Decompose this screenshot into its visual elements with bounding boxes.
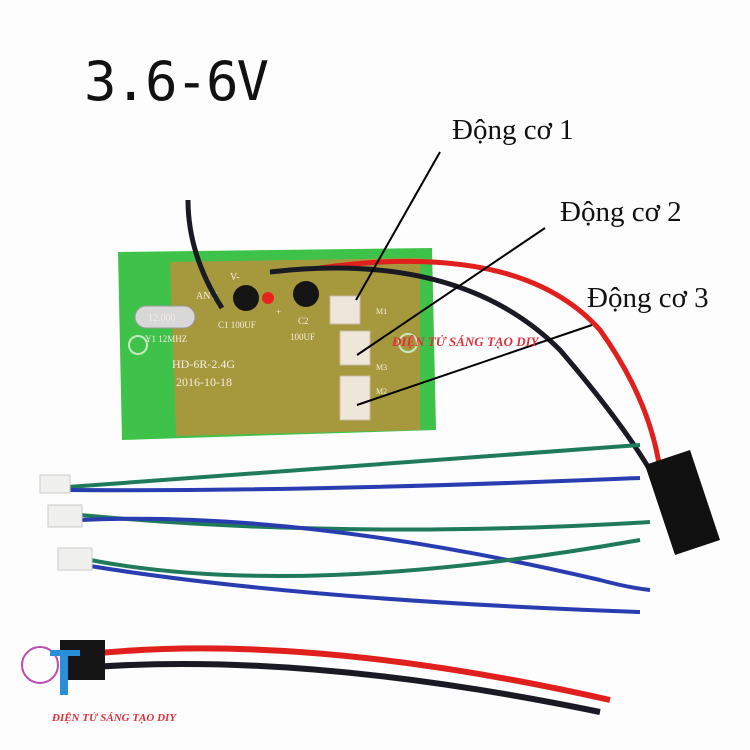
- black-power-wire: [269, 265, 653, 472]
- crystal: [134, 305, 196, 329]
- bottom-red-wire: [79, 645, 611, 703]
- white-plug-3: [57, 547, 93, 571]
- logo-t-shape: [50, 650, 80, 695]
- pcb-v-minus-label: V-: [230, 272, 240, 283]
- led: [262, 292, 274, 304]
- motor-leads: [67, 443, 651, 614]
- pcb-crystal-label: Y1 12MHZ: [145, 334, 187, 344]
- white-plug-1: [39, 474, 71, 494]
- pcb-c2-label: C2: [298, 316, 309, 326]
- pcb-c1-label: C1 100UF: [218, 320, 256, 330]
- connector-m2: [339, 330, 371, 366]
- pcb-ant-label: ANT: [196, 291, 217, 302]
- motor-1-label: Động cơ 1: [452, 114, 574, 146]
- watermark-bottom: ĐIỆN TỬ SÁNG TẠO DIY: [52, 712, 177, 724]
- motor-2-label: Động cơ 2: [560, 196, 682, 228]
- mounting-hole-left: [128, 335, 148, 355]
- pointer-lines: [355, 151, 593, 406]
- pointer-line-motor-1: [355, 151, 441, 301]
- pcb-m2-label: M2: [376, 387, 387, 396]
- pcb-board: 12.000 ANT V- + C1 100UF C2 100UF Y1 12M…: [118, 248, 436, 440]
- motor-3-label: Động cơ 3: [587, 282, 709, 314]
- pcb-plus-label: +: [276, 307, 281, 317]
- antenna-wire: [185, 199, 225, 310]
- crystal-marking: 12.000: [148, 313, 176, 324]
- motor-lead-blue-3: [89, 564, 641, 614]
- jst-connector: [645, 450, 720, 555]
- pointer-line-motor-2: [356, 227, 546, 356]
- capacitor-c2: [293, 281, 319, 307]
- pcb-m1-label: M1: [376, 307, 387, 316]
- mounting-hole-right: [398, 333, 418, 353]
- white-plug-2: [47, 504, 83, 528]
- pcb-model: HD-6R-2.4G: [172, 357, 235, 371]
- motor-lead-green-3: [89, 538, 641, 578]
- motor-lead-blue-2: [79, 516, 651, 592]
- connector-m1: [329, 295, 361, 325]
- red-power-wire: [319, 258, 663, 471]
- motor-lead-green-1: [67, 443, 641, 489]
- motor-lead-green-2: [79, 513, 651, 532]
- bottom-black-wire: [79, 660, 601, 715]
- watermark-center: ĐIỆN TỬ SÁNG TẠO DIY: [392, 334, 539, 349]
- voltage-label: 3.6-6V: [84, 50, 269, 113]
- logo-ring: [21, 646, 59, 684]
- motor-lead-blue-1: [67, 476, 641, 493]
- pcb-date: 2016-10-18: [176, 375, 232, 389]
- pcb-m3-label: M3: [376, 363, 387, 372]
- pcb-c2-value: 100UF: [290, 332, 315, 342]
- capacitor-c1: [233, 285, 259, 311]
- logo-icon: [21, 646, 80, 695]
- pointer-line-motor-3: [356, 324, 593, 406]
- connector-m3: [339, 375, 371, 421]
